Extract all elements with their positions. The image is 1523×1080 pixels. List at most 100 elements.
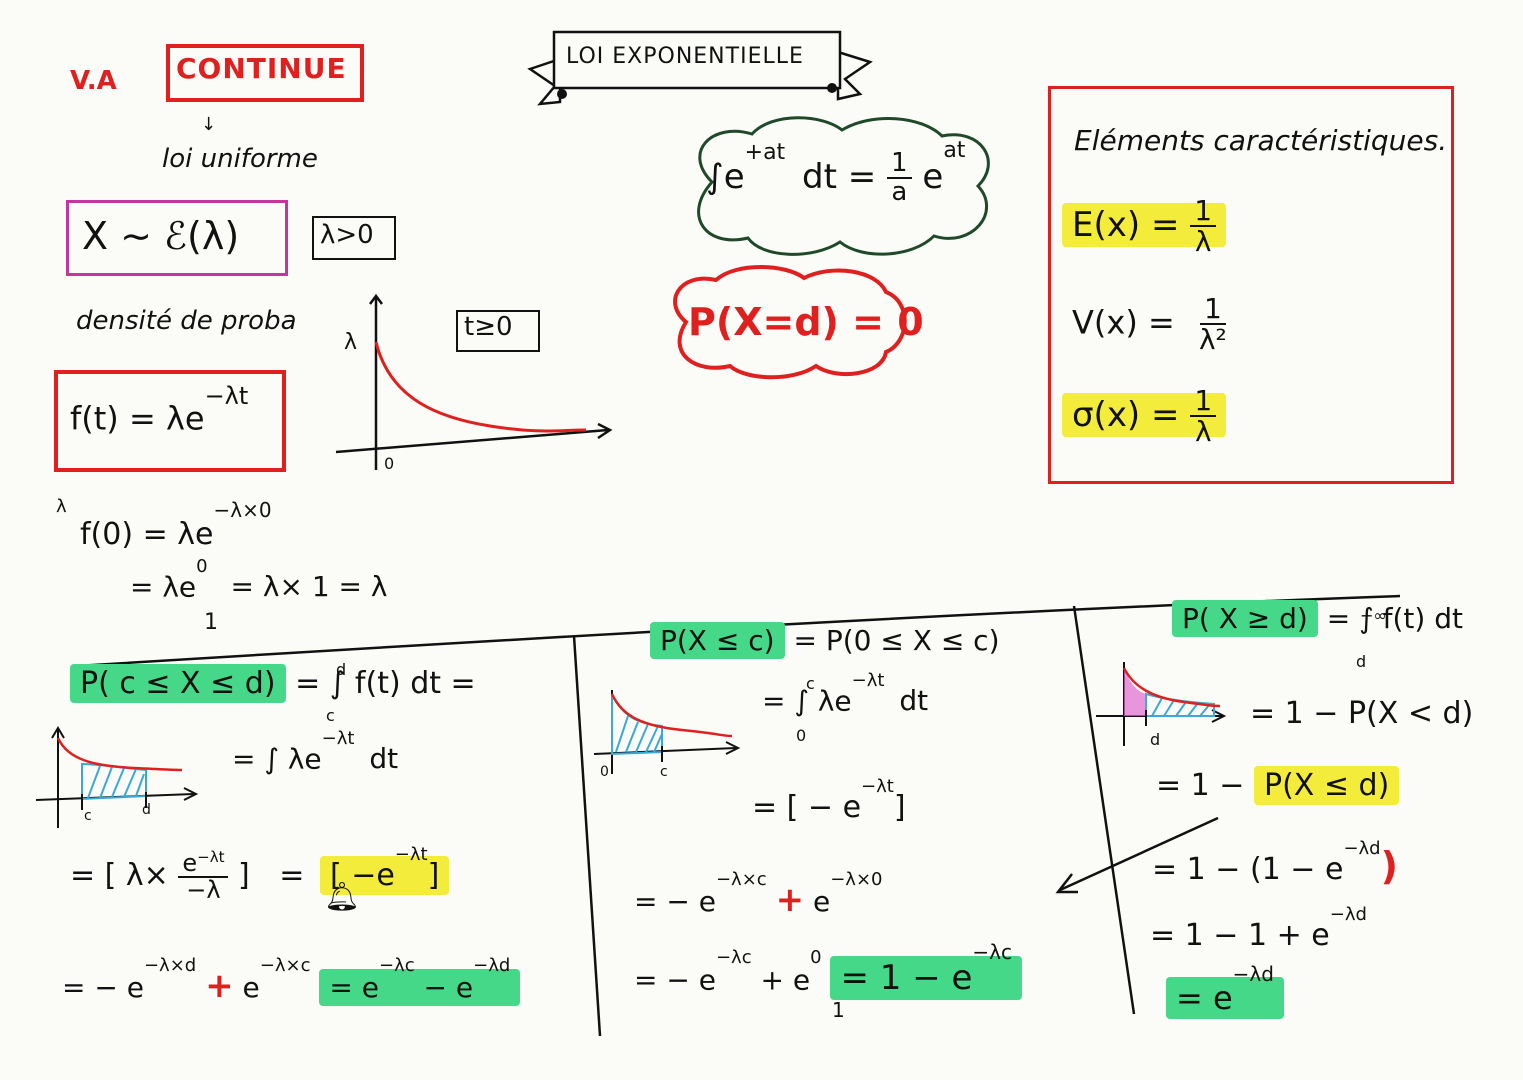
col1-line2-dt: dt (369, 742, 399, 776)
f0-margin-mark: λ (56, 496, 67, 517)
section-number: V.A (70, 66, 117, 96)
integral-lhs: ∫e (706, 156, 745, 197)
density-formula: f(t) = λe−λt (70, 382, 248, 438)
col3-line5: = 1 − 1 + e−λd (1150, 904, 1367, 953)
col1-line3-frac: e−λt −λ (178, 848, 229, 905)
col2-line3: = [ − e−λt] (752, 776, 906, 825)
expectation-highlight: E(x) = 1 λ (1062, 196, 1227, 257)
col2-line5-b-exp: 0 (810, 947, 822, 968)
integral-fraction: 1 a (887, 149, 912, 208)
col3-line3-highlight: P(X ≤ d) (1253, 766, 1400, 805)
integral-rhs: e (922, 156, 944, 197)
col1-line4-res-exp1: −λc (378, 954, 415, 976)
col3-line3: = 1 − P(X ≤ d) (1156, 766, 1400, 805)
integral-frac-num: 1 (887, 149, 912, 180)
col1-line4-a: = − e (62, 971, 144, 1004)
characteristics-title: Eléments caractéristiques. (1074, 124, 1448, 157)
f0-line1-exp: −λ×0 (213, 498, 272, 522)
variance-label: V(x) = (1072, 303, 1175, 342)
integral-formula: ∫e+at dt = 1 a eat (706, 138, 965, 208)
col2-line4-exp2: −λ×0 (830, 868, 883, 890)
col2-line5-a: = − e (634, 963, 716, 997)
subtitle-loi-uniforme: loi uniforme (162, 144, 318, 174)
col1-line4-res-exp2: −λd (473, 954, 511, 976)
law-notation: X ∼ ℰ(λ) (82, 214, 240, 258)
col3-limit-bottom: d (1356, 652, 1367, 671)
col2-line4-plus: + (775, 880, 805, 920)
col1-line3-box-end: ] (427, 858, 440, 894)
lambda-condition: λ>0 (320, 220, 374, 250)
f0-line2-a: = λe (130, 570, 197, 604)
col1-line4: = − e−λ×d + e−λ×c = e−λc − e−λd (62, 955, 521, 1006)
characteristics-box (1048, 86, 1454, 484)
integral-rhs-exp: at (943, 138, 966, 164)
integral-lhs-exp: +at (744, 140, 786, 166)
f0-line2-b: = λ× 1 = λ (230, 570, 388, 604)
density-curve (374, 341, 587, 433)
col3-line4-exp: −λd (1343, 838, 1381, 859)
density-graph (335, 293, 613, 470)
continue-label: CONTINUE (176, 52, 347, 85)
col2-line4-a: = − e (634, 885, 716, 918)
col2-line2: = ∫ λe−λt dt (762, 670, 929, 718)
col3-line6-highlight: = e−λd (1166, 962, 1284, 1019)
integral-dt: dt = (802, 156, 877, 197)
f0-line2-exp: 0 (196, 556, 208, 577)
col1-line3-num-base: e (182, 849, 198, 877)
integral-cloud (697, 116, 990, 256)
col1-limit-top: d (336, 660, 347, 679)
col2-limit-bottom: 0 (796, 726, 807, 745)
stddev: σ(x) = 1 λ (1062, 386, 1227, 449)
f0-underbrace-value: 1 (204, 610, 218, 635)
col1-line3-box-base: [ −e (329, 858, 395, 894)
col2-line5-res: = 1 − e (840, 958, 973, 999)
col3-title: P( X ≥ d) = ∫ f(t) dt (1172, 600, 1463, 637)
arrow-down-icon: ↓ (201, 114, 217, 135)
col3-graph-d: d (1150, 730, 1161, 749)
col1-line4-res-mid: − e (423, 971, 474, 1004)
lambda-condition-box (312, 216, 396, 260)
col1-title-rhs: = ∫ f(t) dt = (295, 666, 476, 701)
f0-line2: = λe0 = λ× 1 = λ (130, 556, 388, 604)
col2-line3-exp: −λt (861, 776, 894, 797)
graph-zero-label: 0 (384, 454, 395, 473)
col2-line3-end: ] (893, 790, 906, 825)
col2-graph-0: 0 (600, 764, 609, 780)
col3-graph (1096, 662, 1227, 746)
col1-line4-exp1: −λ×d (143, 954, 197, 976)
density-formula-exp: −λt (204, 382, 249, 410)
col3-line5-exp: −λd (1329, 904, 1367, 925)
col2-line5-underbrace: 1 (832, 998, 845, 1022)
col2-line4-b: e (812, 885, 831, 918)
col2-line3-base: = [ − e (752, 790, 862, 825)
vertical-divider-2 (1072, 605, 1136, 1015)
col2-title: P(X ≤ c) = P(0 ≤ X ≤ c) (650, 622, 1000, 659)
col1-line4-exp2: −λ×c (259, 954, 311, 976)
col3-line6: = e−λd (1166, 962, 1284, 1019)
col3-line6-base: = e (1176, 978, 1233, 1017)
stddev-fraction: 1 λ (1190, 386, 1217, 449)
stddev-num: 1 (1190, 386, 1217, 418)
col3-line4-end: ) (1380, 844, 1398, 888)
col1-line2: = ∫ λe−λt dt (232, 728, 399, 776)
expectation: E(x) = 1 λ (1062, 196, 1227, 257)
col1-line3-den: −λ (186, 876, 221, 905)
integral-frac-den: a (891, 177, 908, 208)
col2-line4: = − e−λ×c + e−λ×0 (634, 869, 883, 920)
col1-line3-num-exp: −λt (197, 848, 225, 866)
col2-graph-c: c (660, 764, 668, 780)
col3-line2: = 1 − P(X < d) (1250, 696, 1474, 731)
col1-line3-a: = [ λ× (70, 858, 169, 894)
col3-line4-base: = 1 − (1 − e (1152, 852, 1344, 887)
expectation-num: 1 (1190, 196, 1217, 228)
col1-line3: = [ λ× e−λt −λ ] = [ −e−λt] (70, 844, 450, 905)
col3-title-highlight: P( X ≥ d) (1172, 600, 1318, 637)
col2-line2-dt: dt (899, 684, 929, 718)
col1-graph-c: c (84, 808, 92, 824)
banner-ribbon (527, 30, 873, 106)
stddev-den: λ (1194, 415, 1212, 449)
bell-icon: 🔔︎ (324, 880, 360, 913)
col1-limit-bottom: c (326, 706, 335, 725)
col3-line4: = 1 − (1 − e−λd) (1152, 838, 1398, 888)
col2-line2-exp: −λt (851, 670, 885, 691)
